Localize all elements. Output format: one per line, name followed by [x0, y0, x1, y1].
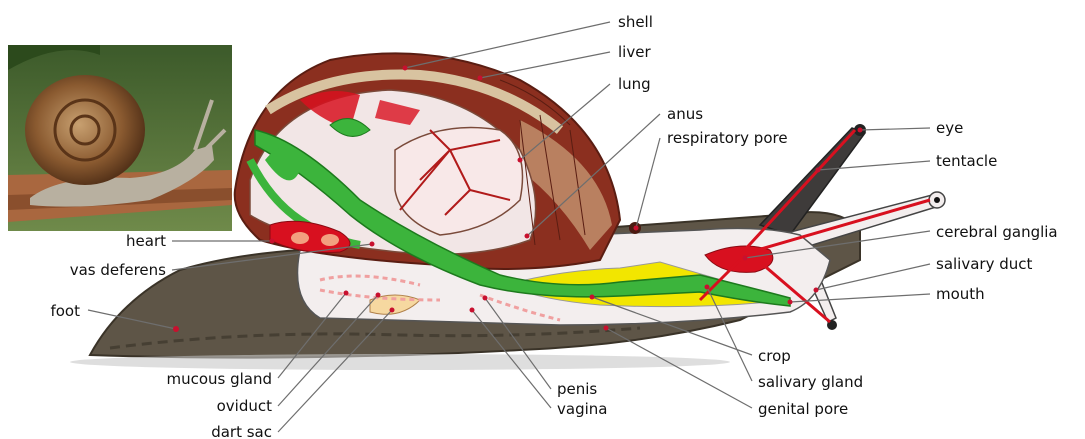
label-foot: foot — [50, 302, 80, 320]
label-salivary-gland: salivary gland — [758, 373, 863, 391]
label-anus: anus — [667, 105, 703, 123]
label-genital-pore: genital pore — [758, 400, 848, 418]
label-eye: eye — [936, 119, 963, 137]
label-salivary-duct: salivary duct — [936, 255, 1032, 273]
label-mucous-gland: mucous gland — [166, 370, 272, 388]
label-vas-deferens: vas deferens — [70, 261, 166, 279]
label-liver: liver — [618, 43, 651, 61]
snail-photo — [8, 45, 232, 231]
label-penis: penis — [557, 380, 597, 398]
label-shell: shell — [618, 13, 653, 31]
label-cerebral-ganglia: cerebral ganglia — [936, 223, 1058, 241]
label-mouth: mouth — [936, 285, 985, 303]
label-tentacle: tentacle — [936, 152, 997, 170]
label-heart: heart — [126, 232, 166, 250]
label-dart-sac: dart sac — [211, 423, 272, 439]
label-lung: lung — [618, 75, 651, 93]
label-crop: crop — [758, 347, 791, 365]
label-vagina: vagina — [557, 400, 607, 418]
label-oviduct: oviduct — [217, 397, 272, 415]
label-respiratory-pore: respiratory pore — [667, 129, 788, 147]
